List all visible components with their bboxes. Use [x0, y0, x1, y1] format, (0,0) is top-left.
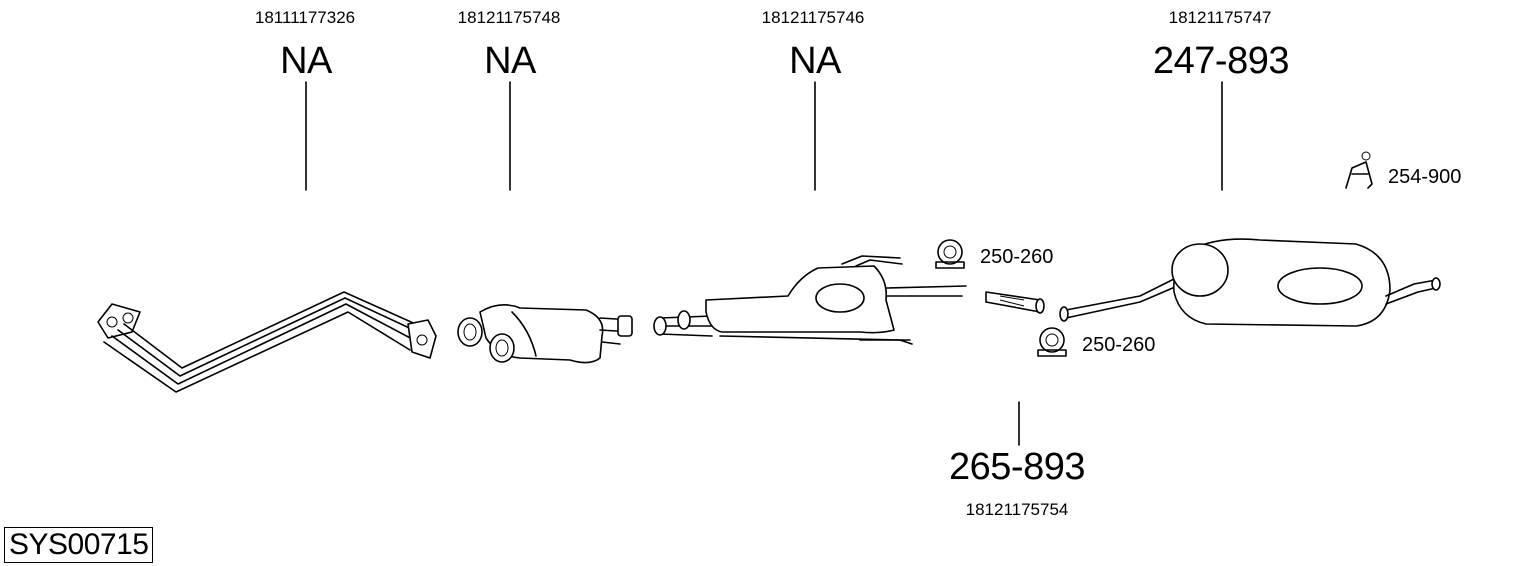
accessory-number: 250-260	[1082, 334, 1156, 356]
rear-silencer-drawing	[1059, 238, 1441, 327]
front-pipe-drawing	[97, 291, 437, 393]
part-number: NA	[280, 40, 332, 82]
clamp-icon	[935, 239, 965, 269]
part-oem-number: 18121175748	[457, 8, 561, 27]
part-number: 247-893	[1153, 40, 1289, 82]
front-muffler-drawing	[457, 304, 633, 364]
clamp-icon	[1037, 327, 1067, 357]
accessory-number: 250-260	[980, 246, 1054, 268]
hanger-bracket-icon	[1345, 151, 1373, 189]
part-number: NA	[789, 40, 841, 82]
part-number: 265-893	[949, 446, 1085, 488]
accessory-number: 254-900	[1388, 166, 1462, 188]
part-oem-number: 18121175747	[1168, 8, 1272, 27]
middle-muffler-drawing	[653, 255, 967, 345]
system-code-label: SYS00715	[4, 527, 154, 563]
part-oem-number: 18111177326	[254, 8, 356, 27]
part-number: NA	[484, 40, 536, 82]
part-oem-number: 18121175754	[965, 500, 1069, 519]
connecting-sleeve-drawing	[985, 291, 1045, 314]
part-oem-number: 18121175746	[761, 8, 865, 27]
